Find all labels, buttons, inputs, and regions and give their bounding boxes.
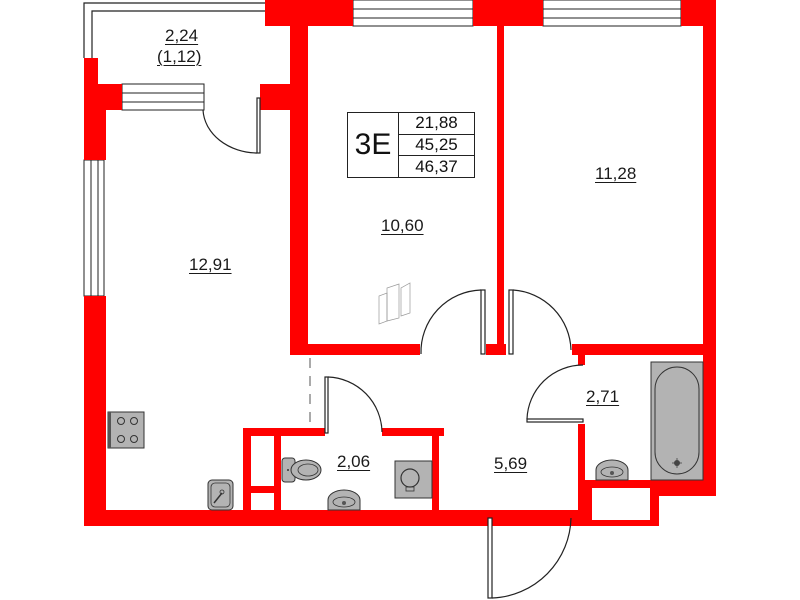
door-bedroom-2[interactable] <box>508 289 572 355</box>
total-area: 45,25 <box>399 135 474 157</box>
washbasin-icon <box>327 489 361 511</box>
door-bathroom[interactable] <box>526 364 584 423</box>
hallway-area: 5,69 <box>494 454 528 473</box>
bathroom-area: 2,71 <box>586 387 620 406</box>
window-kitchen <box>83 159 105 297</box>
washing-machine-icon <box>394 460 433 499</box>
door-toilet[interactable] <box>324 376 383 434</box>
toilet-area: 2,06 <box>337 452 371 471</box>
stove-icon <box>107 411 145 449</box>
total-area-with-balcony: 46,37 <box>415 156 458 176</box>
washbasin-icon <box>595 459 629 481</box>
balcony-reduced-area: (1,12) <box>157 47 202 66</box>
apartment-type: 3E <box>348 113 399 177</box>
bedroom-1-area: 10,60 <box>381 216 424 235</box>
window-bedroom-2 <box>542 0 682 27</box>
bedroom-2-area: 11,28 <box>595 164 637 183</box>
apartment-info-box: 3E 21,88 45,25 46,37 <box>347 112 475 178</box>
door-balcony[interactable] <box>202 97 261 154</box>
bathtub-icon <box>650 361 704 481</box>
sink-icon <box>207 479 234 511</box>
balcony-outline <box>83 2 265 58</box>
wardrobe-icon <box>378 282 411 325</box>
toilet-icon <box>281 457 322 483</box>
door-bedroom-1[interactable] <box>420 289 486 355</box>
kitchen-living-area: 12,91 <box>189 255 232 274</box>
balcony-area: 2,24 <box>165 26 199 45</box>
walls <box>84 0 716 526</box>
door-entrance[interactable] <box>487 517 572 599</box>
living-area: 21,88 <box>399 113 474 135</box>
window-bedroom-1 <box>352 0 474 27</box>
window-balcony-door <box>121 83 205 111</box>
